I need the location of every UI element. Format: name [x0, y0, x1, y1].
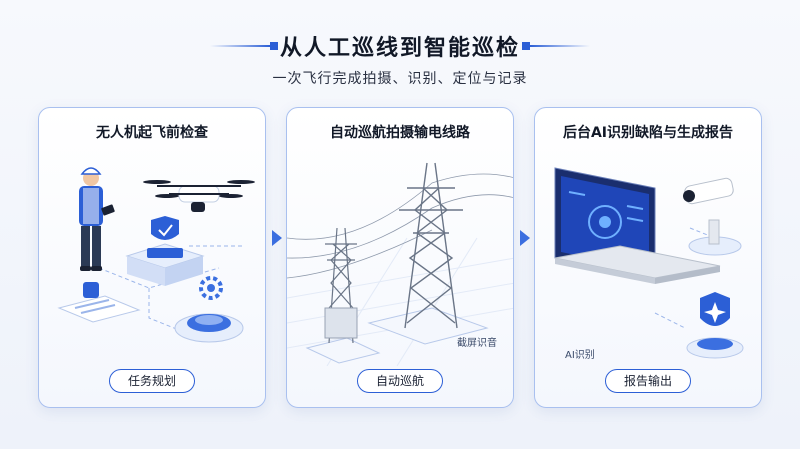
- preflight-illustration: [57, 167, 255, 343]
- card-title: 自动巡航拍摄输电线路: [330, 125, 470, 141]
- card-preflight-check: 无人机起飞前检查: [38, 107, 266, 408]
- page-title: 从人工巡线到智能巡检: [279, 36, 520, 61]
- card-title: 无人机起飞前检查: [96, 125, 208, 141]
- art-label: AI识别: [565, 349, 595, 361]
- auto-cruise-button[interactable]: 自动巡航: [357, 369, 443, 393]
- title-decor-dot-right: [522, 42, 530, 50]
- transmission-tower-icon: [399, 162, 463, 329]
- ai-shield-icon: [686, 292, 744, 359]
- page-subtitle: 一次飞行完成拍摄、识别、定位与记录: [272, 71, 528, 87]
- title-decor-line-right: [530, 45, 590, 47]
- laptop-icon: [554, 167, 721, 284]
- drone-icon: [143, 180, 255, 212]
- flow-arrow-1: [272, 230, 282, 246]
- task-planning-button[interactable]: 任务规划: [109, 369, 195, 393]
- flow-arrow-2: [520, 230, 530, 246]
- title-decor-line-left: [210, 45, 270, 47]
- title-decor-dot-left: [270, 42, 278, 50]
- report-output-button[interactable]: 报告输出: [605, 369, 691, 393]
- card-ai-report: 后台AI识别缺陷与生成报告: [534, 107, 762, 408]
- control-unit-icon: [125, 243, 205, 286]
- document-icon: [57, 282, 141, 323]
- gear-target-icon: [174, 276, 244, 343]
- card-auto-cruise: 自动巡航拍摄输电线路: [286, 107, 514, 408]
- ai-analysis-illustration: AI识别: [554, 167, 744, 361]
- header: 从人工巡线到智能巡检: [0, 30, 800, 62]
- art-label: 截屏识音: [457, 336, 497, 349]
- card-title: 后台AI识别缺陷与生成报告: [562, 125, 734, 141]
- inspector-person-icon: [79, 167, 115, 271]
- security-camera-icon: [683, 177, 742, 256]
- transmission-tower-illustration: 截屏识音: [287, 162, 513, 366]
- shield-icon: [151, 216, 179, 240]
